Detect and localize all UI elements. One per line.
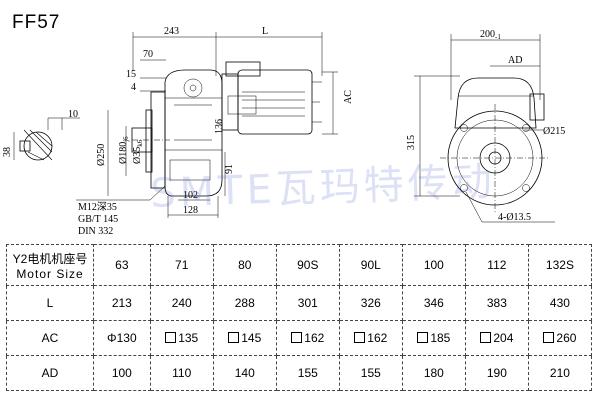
table-header-row: Y2电机机座号 Motor Size 63 71 80 90S 90L 100 … xyxy=(6,244,593,286)
value-cell: 301 xyxy=(275,285,340,321)
dim-102: 102 xyxy=(183,190,198,201)
size-cell: 63 xyxy=(93,244,151,286)
row-label: AD xyxy=(6,355,94,391)
value-cell: 240 xyxy=(149,285,214,321)
value-cell: 260 xyxy=(527,320,593,356)
dim-35: Ø35k6 xyxy=(132,139,144,164)
square-symbol-icon xyxy=(291,332,303,343)
dim-AD: AD xyxy=(508,55,522,66)
size-cell: 71 xyxy=(149,244,214,286)
ac-value: 135 xyxy=(178,331,199,345)
value-cell: 135 xyxy=(149,320,214,356)
dimension-drawing: FF57 10 38 243 L 70 xyxy=(2,12,565,237)
size-cell: 90S xyxy=(275,244,340,286)
header-en: Motor Size xyxy=(16,266,84,281)
ac-value: 204 xyxy=(493,331,514,345)
value-cell: 155 xyxy=(275,355,340,391)
row-label: L xyxy=(6,285,94,321)
value-cell: 110 xyxy=(149,355,214,391)
page-title: FF57 xyxy=(12,12,60,33)
ac-value: 162 xyxy=(367,331,388,345)
shaft-section-detail: 10 38 xyxy=(2,109,80,161)
value-cell: 210 xyxy=(527,355,593,391)
square-symbol-icon xyxy=(543,332,555,343)
value-cell: 383 xyxy=(464,285,529,321)
value-cell: 213 xyxy=(93,285,151,321)
square-symbol-icon xyxy=(417,332,429,343)
value-cell: 140 xyxy=(212,355,277,391)
size-cell: 90L xyxy=(338,244,403,286)
table-row-AD: AD 100 110 140 155 155 180 190 210 xyxy=(6,355,593,391)
dim-L: L xyxy=(262,26,268,37)
header-cn: Y2电机机座号 xyxy=(12,251,88,266)
note-standard-din: DIN 332 xyxy=(78,226,113,237)
square-symbol-icon xyxy=(228,332,240,343)
ac-value: 260 xyxy=(556,331,577,345)
value-cell: 162 xyxy=(338,320,403,356)
value-cell: 204 xyxy=(464,320,529,356)
table-header-label: Y2电机机座号 Motor Size xyxy=(6,244,94,286)
size-cell: 132S xyxy=(527,244,593,286)
value-cell: 185 xyxy=(401,320,466,356)
ac-value: Φ130 xyxy=(107,331,137,345)
ac-value: 145 xyxy=(241,331,262,345)
table-row-L: L 213 240 288 301 326 346 383 430 xyxy=(6,285,593,321)
size-cell: 112 xyxy=(464,244,529,286)
dim-180: Ø180j6 xyxy=(118,136,130,164)
value-cell: 100 xyxy=(93,355,151,391)
note-standard-gb: GB/T 145 xyxy=(78,214,118,225)
value-cell: 180 xyxy=(401,355,466,391)
table-row-AC: AC Φ130 135 145 162 162 185 204 260 xyxy=(6,320,593,356)
dim-15: 15 xyxy=(126,69,136,80)
square-symbol-icon xyxy=(480,332,492,343)
value-cell: 326 xyxy=(338,285,403,321)
square-symbol-icon xyxy=(354,332,366,343)
dim-10: 10 xyxy=(68,109,78,120)
value-cell: 162 xyxy=(275,320,340,356)
dim-91: 91 xyxy=(224,164,235,174)
dim-70: 70 xyxy=(143,49,153,60)
dim-holes: 4-Ø13.5 xyxy=(498,212,531,223)
end-view: 200-1 AD 315 Ø215 xyxy=(406,29,565,223)
dim-128: 128 xyxy=(183,205,198,216)
dim-315: 315 xyxy=(406,135,417,150)
value-cell: 288 xyxy=(212,285,277,321)
dim-200: 200-1 xyxy=(480,29,501,41)
row-label: AC xyxy=(6,320,94,356)
value-cell: 190 xyxy=(464,355,529,391)
size-cell: 80 xyxy=(212,244,277,286)
dim-4: 4 xyxy=(131,82,136,93)
note-thread: M12深35 xyxy=(78,201,117,213)
dim-38: 38 xyxy=(2,147,13,157)
size-cell: 100 xyxy=(401,244,466,286)
ac-value: 185 xyxy=(430,331,451,345)
dim-243: 243 xyxy=(164,26,179,37)
value-cell: 155 xyxy=(338,355,403,391)
value-cell: 430 xyxy=(527,285,593,321)
dim-136: 136 xyxy=(214,119,225,134)
ac-value: 162 xyxy=(304,331,325,345)
dim-AC: AC xyxy=(343,90,354,104)
value-cell: 346 xyxy=(401,285,466,321)
dim-250: Ø250 xyxy=(96,144,107,166)
side-view: 243 L 70 15 4 xyxy=(76,26,354,237)
motor-size-table: Y2电机机座号 Motor Size 63 71 80 90S 90L 100 … xyxy=(6,244,593,391)
dim-215: Ø215 xyxy=(543,126,565,137)
square-symbol-icon xyxy=(165,332,177,343)
value-cell: 145 xyxy=(212,320,277,356)
value-cell: Φ130 xyxy=(93,320,151,356)
